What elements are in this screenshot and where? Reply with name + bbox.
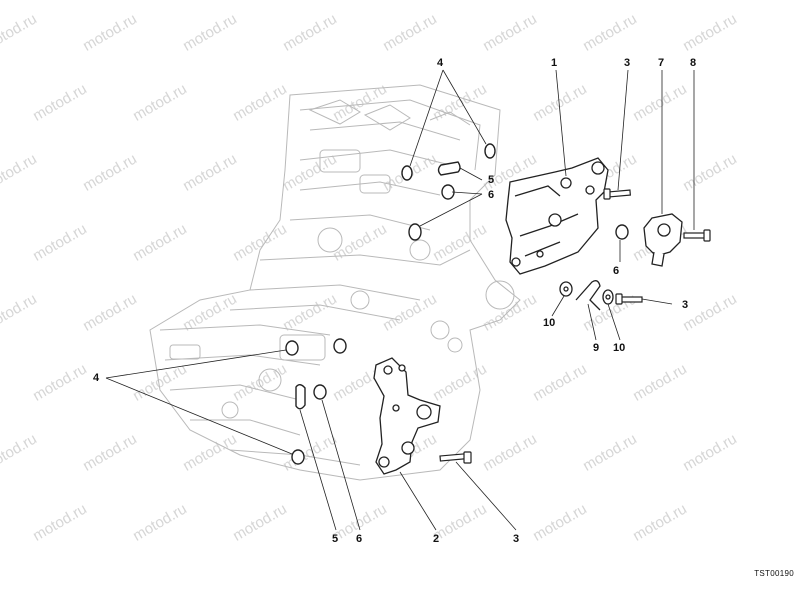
gaskets-5 xyxy=(295,161,461,410)
callout-9: 9 xyxy=(593,342,600,354)
callout-10: 10 xyxy=(543,317,556,329)
callout-6: 6 xyxy=(356,533,363,545)
callout-7: 7 xyxy=(658,57,665,69)
callout-3: 3 xyxy=(513,533,520,545)
bolts-3 xyxy=(439,188,643,464)
callout-3: 3 xyxy=(624,57,631,69)
leader-lines xyxy=(105,69,695,531)
callout-8: 8 xyxy=(690,57,697,69)
callout-2: 2 xyxy=(433,533,440,545)
callout-5: 5 xyxy=(332,533,339,545)
part-7-fitting xyxy=(643,213,683,267)
callout-3: 3 xyxy=(682,299,689,311)
part-9-clip xyxy=(575,280,601,311)
o-rings-4 xyxy=(285,143,496,465)
drawing-code: TST00190 xyxy=(754,569,794,578)
callout-10: 10 xyxy=(613,342,626,354)
engine-block xyxy=(149,84,521,481)
part-2-bracket xyxy=(373,357,441,475)
callout-1: 1 xyxy=(551,57,558,69)
part-1-cover xyxy=(505,157,609,275)
part-8-screw xyxy=(683,229,711,242)
callout-4: 4 xyxy=(437,57,444,69)
part-10-washers xyxy=(559,281,614,305)
callout-4: 4 xyxy=(93,372,100,384)
callout-5: 5 xyxy=(488,174,495,186)
o-rings-6 xyxy=(313,184,629,400)
callout-6: 6 xyxy=(488,189,495,201)
callout-6: 6 xyxy=(613,265,620,277)
